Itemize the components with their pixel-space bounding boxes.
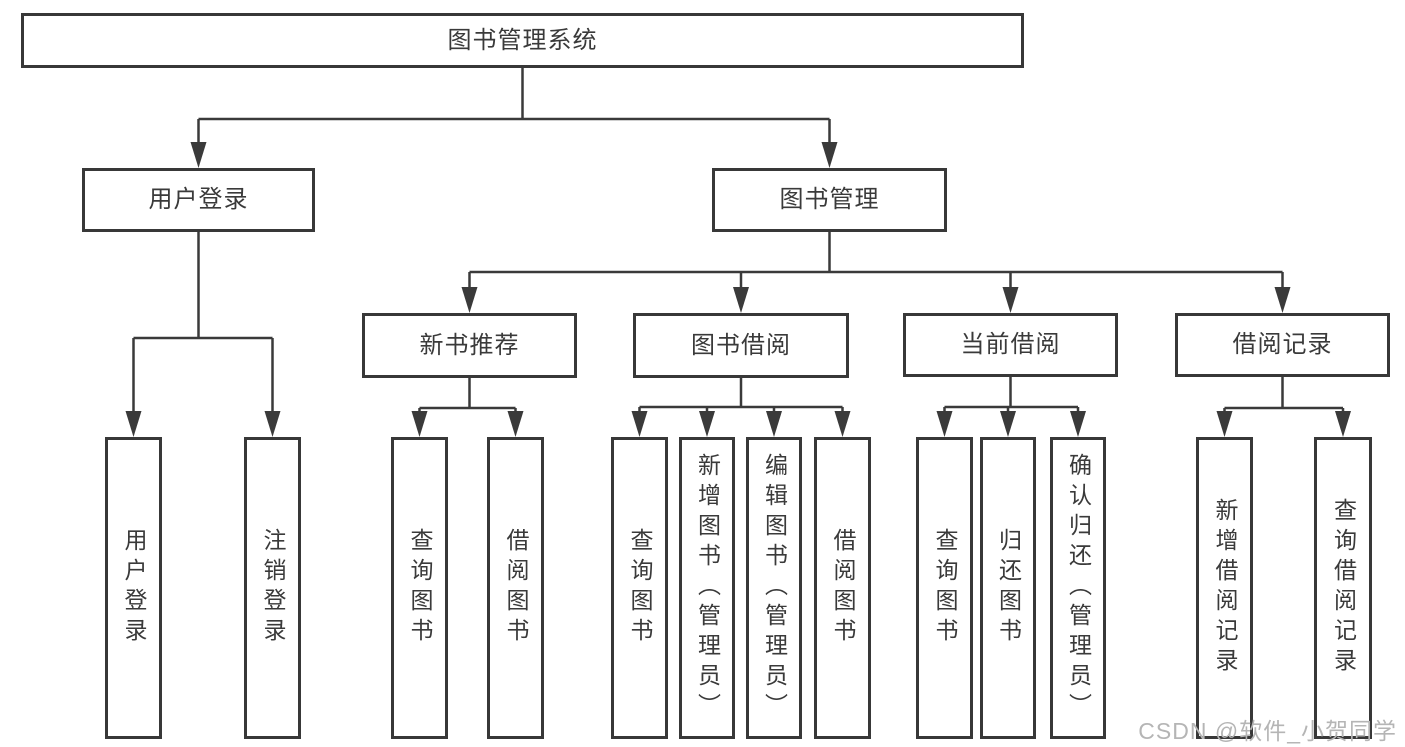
leaf-query-books-borrowing: 查询图书: [611, 437, 668, 739]
node-borrowing-records: 借阅记录: [1175, 313, 1390, 377]
leaf-add-borrow-record: 新增借阅记录: [1196, 437, 1253, 739]
leaf-borrow-books-borrowing: 借阅图书: [814, 437, 871, 739]
node-new-book-recommendation: 新书推荐: [362, 313, 577, 378]
leaf-confirm-return-admin: 确认归还（管理员）: [1050, 437, 1106, 739]
node-current-borrowing: 当前借阅: [903, 313, 1118, 377]
leaf-query-books-current: 查询图书: [916, 437, 973, 739]
leaf-borrow-books-recommend: 借阅图书: [487, 437, 544, 739]
node-book-borrowing: 图书借阅: [633, 313, 849, 378]
node-user-login: 用户登录: [82, 168, 315, 232]
node-library-management-system: 图书管理系统: [21, 13, 1024, 68]
leaf-logout: 注销登录: [244, 437, 301, 739]
csdn-watermark: CSDN @软件_小贺同学: [1138, 718, 1397, 744]
leaf-add-books-admin: 新增图书（管理员）: [679, 437, 735, 739]
leaf-query-borrow-record: 查询借阅记录: [1314, 437, 1372, 739]
leaf-edit-books-admin: 编辑图书（管理员）: [746, 437, 802, 739]
leaf-query-books-recommend: 查询图书: [391, 437, 448, 739]
node-book-management: 图书管理: [712, 168, 947, 232]
leaf-user-login: 用户登录: [105, 437, 162, 739]
leaf-return-books: 归还图书: [980, 437, 1036, 739]
